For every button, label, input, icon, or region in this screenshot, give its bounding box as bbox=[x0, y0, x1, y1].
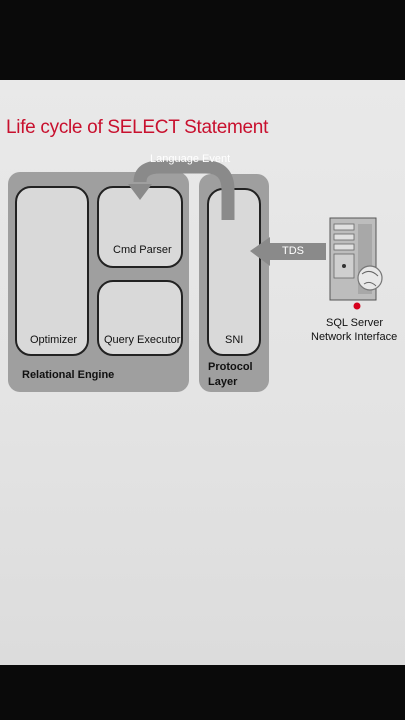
server-icon bbox=[329, 217, 383, 310]
tds-arrow-shaft bbox=[270, 243, 326, 260]
query-executor-box bbox=[97, 280, 183, 356]
protocol-layer-label-1: Protocol bbox=[208, 361, 253, 373]
server-label-line2: Network Interface bbox=[311, 331, 398, 343]
cmd-parser-label: Cmd Parser bbox=[113, 244, 172, 256]
optimizer-box bbox=[15, 186, 89, 356]
query-executor-label: Query Executor bbox=[104, 334, 181, 346]
tds-label: TDS bbox=[282, 245, 304, 257]
optimizer-label: Optimizer bbox=[30, 334, 78, 346]
server-label-line1: SQL Server bbox=[326, 317, 384, 329]
language-event-arrowhead bbox=[128, 184, 152, 200]
tds-arrowhead bbox=[250, 237, 270, 266]
language-event-label: Language Event bbox=[150, 153, 231, 165]
language-event-arrow bbox=[133, 160, 235, 220]
slide-title: Life cycle of SELECT Statement bbox=[6, 117, 269, 138]
protocol-layer-label-2: Layer bbox=[208, 376, 238, 388]
sni-label: SNI bbox=[225, 334, 244, 346]
relational-engine-label: Relational Engine bbox=[22, 369, 115, 381]
